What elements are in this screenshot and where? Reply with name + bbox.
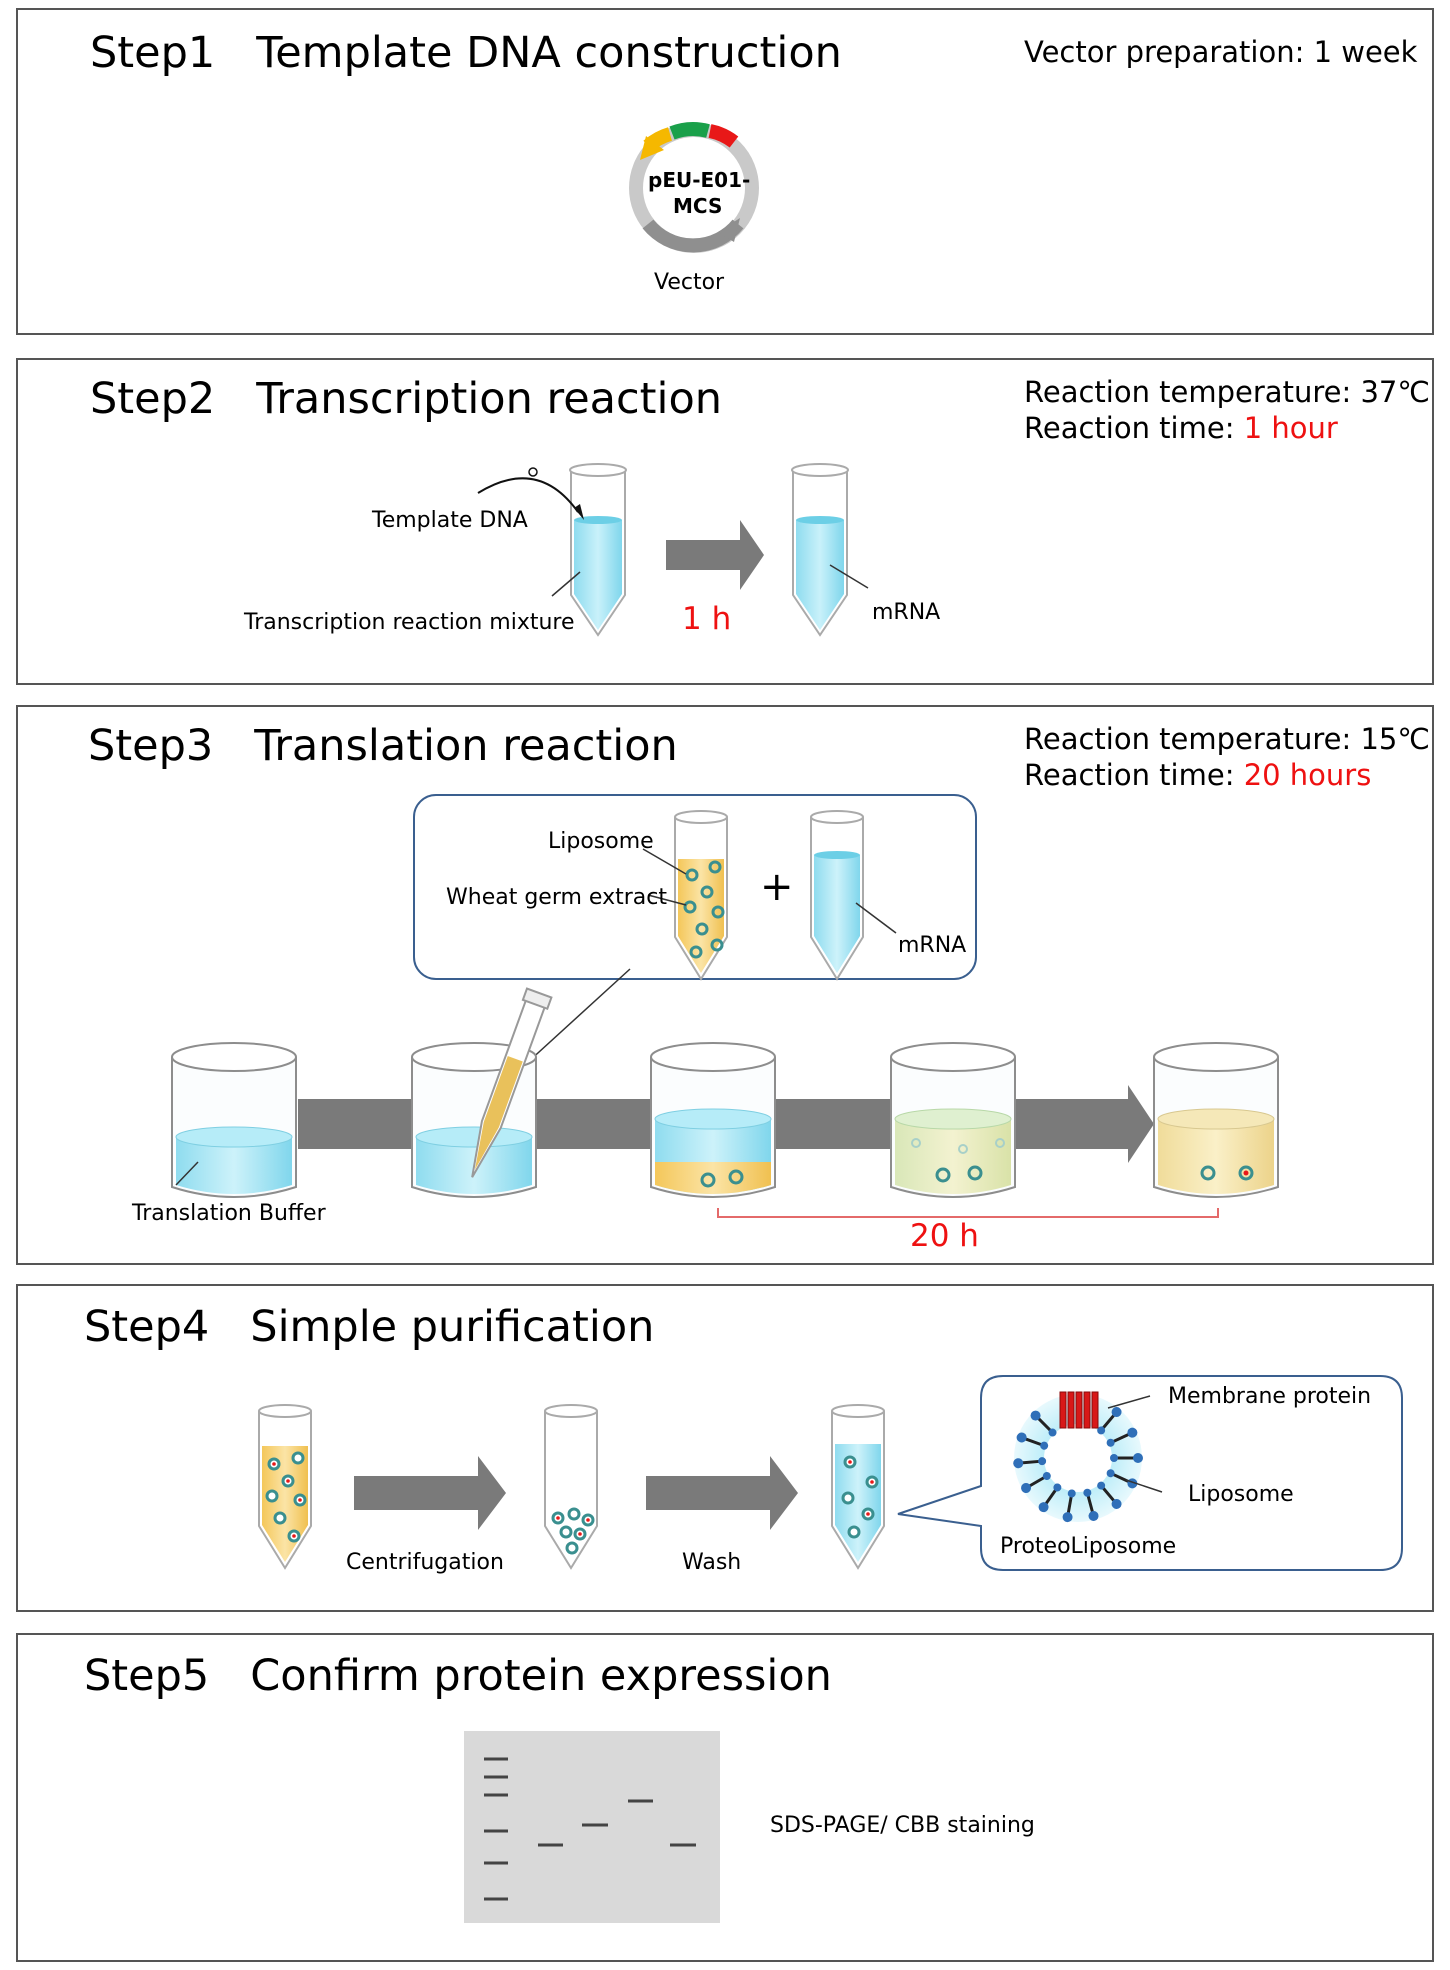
wheat-germ-pointer: [647, 894, 687, 906]
plus-sign: +: [760, 864, 794, 910]
liposome-pointer: [642, 848, 687, 875]
centrifugation-label: Centrifugation: [346, 1550, 504, 1575]
step2-time-value: 1 hour: [1243, 411, 1338, 445]
gel-diagram: [464, 1731, 720, 1923]
translation-duration: 20 h: [910, 1218, 979, 1254]
step3-temperature: Reaction temperature: 15℃: [1024, 722, 1430, 756]
inset-mrna-label: mRNA: [898, 933, 967, 958]
step2-panel: Step2 Transcription reaction Reaction te…: [16, 358, 1434, 685]
duration-bracket: [717, 1208, 1219, 1218]
beaker-4: [890, 1042, 1016, 1198]
purification-diagram: [258, 1375, 1403, 1571]
step5-title: Step5 Confirm protein expression: [84, 1651, 832, 1701]
wash-label: Wash: [682, 1550, 742, 1575]
plasmid-arrowhead: [718, 218, 740, 242]
liposome-label: Liposome: [1188, 1482, 1294, 1507]
step2-title: Step2 Transcription reaction: [90, 374, 723, 424]
transcription-mixture-label: Transcription reaction mixture: [244, 610, 575, 635]
purification-tube-2: [544, 1404, 598, 1570]
step1-title: Step1 Template DNA construction: [90, 28, 842, 78]
plasmid-name-line2: MCS: [673, 194, 723, 218]
centrifugation-arrow-icon: [354, 1456, 506, 1530]
step3-title: Step3 Translation reaction: [88, 721, 678, 771]
purification-tube-3: [831, 1404, 885, 1570]
template-dna-label: Template DNA: [372, 508, 528, 533]
translation-arrow-1: [298, 1099, 416, 1149]
step1-panel: Step1 Template DNA construction Vector p…: [16, 8, 1434, 335]
step4-title: Step4 Simple purification: [84, 1302, 655, 1352]
gel-label: SDS-PAGE/ CBB staining: [770, 1813, 1035, 1838]
plasmid-green-segment: [669, 122, 710, 140]
gel-image: [464, 1731, 720, 1923]
promoter-arrow-icon: [640, 136, 664, 160]
beaker-2: [411, 987, 553, 1198]
inset-liposome-label: Liposome: [548, 829, 654, 854]
vector-label: Vector: [654, 270, 725, 295]
step5-panel: Step5 Confirm protein expression SDS-PAG…: [16, 1633, 1434, 1962]
step2-reaction-time: Reaction time: 1 hour: [1024, 410, 1338, 446]
translation-arrow-2: [537, 1099, 655, 1149]
purification-tube-1: [258, 1404, 312, 1570]
step2-temperature: Reaction temperature: 37℃: [1024, 375, 1430, 409]
beaker-5: [1153, 1042, 1279, 1198]
plasmid-name-line1: pEU-E01-: [648, 168, 751, 192]
membrane-protein-icon: [1059, 1391, 1099, 1429]
inset-mrna-pointer: [855, 902, 897, 934]
beaker-1: [171, 1042, 297, 1198]
mrna-tube: [791, 463, 849, 637]
plasmid-diagram: [629, 122, 759, 253]
wheat-germ-label: Wheat germ extract: [446, 885, 667, 910]
mixture-pointer: [551, 571, 581, 597]
pipette-icon: [471, 987, 553, 1178]
transcription-tube: [569, 463, 627, 637]
step3-time-value: 20 hours: [1243, 758, 1372, 792]
buffer-pointer: [175, 1161, 199, 1186]
membrane-protein-pointer: [1107, 1395, 1151, 1409]
proteoliposome-icon: [1013, 1391, 1143, 1523]
step3-panel: Step3 Translation reaction Reaction temp…: [16, 705, 1434, 1265]
gel-bands: [484, 1757, 696, 1901]
translation-arrow-4-icon: [1015, 1085, 1154, 1163]
template-dna-pointer: [477, 477, 579, 513]
translation-diagram: [171, 794, 1279, 1218]
mrna-pointer: [829, 564, 869, 589]
step2-mrna-label: mRNA: [872, 600, 941, 625]
step3-reaction-time: Reaction time: 20 hours: [1024, 757, 1371, 793]
membrane-protein-label: Membrane protein: [1168, 1384, 1372, 1409]
wash-arrow-icon: [646, 1456, 798, 1530]
inset-mrna-tube: [810, 810, 864, 981]
transcription-arrow-icon: [666, 520, 764, 590]
wheat-germ-tube: [674, 810, 728, 981]
transcription-duration: 1 h: [682, 601, 732, 637]
step3-time-label: Reaction time:: [1024, 758, 1244, 792]
transcription-diagram: [477, 463, 869, 637]
vector-preparation-time: Vector preparation: 1 week: [1024, 35, 1418, 69]
liposome-pointer-step4: [1125, 1479, 1163, 1493]
step4-panel: Step4 Simple purification: [16, 1284, 1434, 1612]
translation-buffer-label: Translation Buffer: [132, 1201, 326, 1226]
step2-time-label: Reaction time:: [1024, 411, 1244, 445]
plasmid-red-segment: [708, 124, 739, 148]
beaker-3: [650, 1042, 776, 1198]
proteoliposome-label: ProteoLiposome: [1000, 1534, 1177, 1559]
translation-arrow-3: [776, 1099, 894, 1149]
